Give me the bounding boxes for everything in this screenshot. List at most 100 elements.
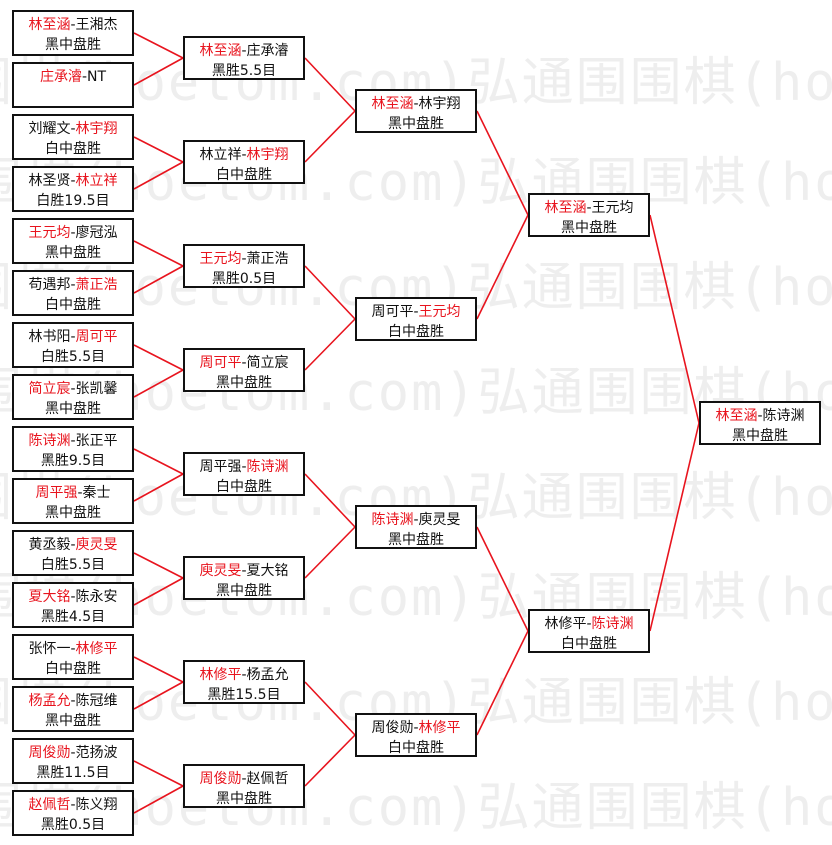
separator: - bbox=[241, 251, 247, 267]
separator: - bbox=[757, 408, 763, 424]
separator: - bbox=[241, 355, 247, 371]
player-black: 张怀一 bbox=[28, 641, 71, 657]
player-black: 夏大铭 bbox=[28, 589, 71, 605]
player-white: 王元均 bbox=[591, 200, 634, 216]
match-result: 黑中盘胜 bbox=[45, 713, 101, 729]
bracket-connector bbox=[304, 734, 356, 787]
player-black: 林至涵 bbox=[371, 96, 414, 112]
match-box: 林修平-杨孟允黑胜15.5目 bbox=[183, 660, 305, 704]
player-white: 萧正浩 bbox=[75, 277, 118, 293]
bracket-connector bbox=[304, 473, 356, 528]
player-white: 庾灵旻 bbox=[418, 512, 461, 528]
match-box: 黄丞毅-庾灵旻白胜5.5目 bbox=[12, 530, 134, 576]
player-white: 张正平 bbox=[75, 433, 118, 449]
match-players: 苟遇邦-萧正浩 bbox=[14, 275, 132, 295]
player-white: 杨孟允 bbox=[246, 667, 289, 683]
player-white: 林修平 bbox=[75, 641, 118, 657]
match-result: 白中盘胜 bbox=[216, 479, 272, 495]
match-result: 白胜5.5目 bbox=[40, 349, 106, 365]
bracket-connector bbox=[476, 630, 529, 736]
player-black: 陈诗渊 bbox=[28, 433, 71, 449]
bracket-connector bbox=[649, 214, 700, 424]
player-black: 林至涵 bbox=[199, 43, 242, 59]
match-result: 黑胜11.5目 bbox=[36, 765, 110, 781]
match-players: 陈诗渊-庾灵旻 bbox=[357, 510, 475, 530]
player-white: 陈诗渊 bbox=[246, 459, 289, 475]
match-box: 林至涵-庄承濬黑胜5.5目 bbox=[183, 36, 305, 80]
separator: - bbox=[586, 616, 592, 632]
player-white: 庾灵旻 bbox=[75, 537, 118, 553]
bracket-connector bbox=[133, 681, 184, 710]
separator: - bbox=[77, 485, 83, 501]
player-black: 刘耀文 bbox=[28, 121, 71, 137]
watermark-text: 围棋(hoetom.com)弘通围围棋(hoetom.com)弘通围 bbox=[0, 778, 832, 838]
match-players: 庄承濬-NT bbox=[14, 67, 132, 87]
bracket-connector bbox=[304, 110, 356, 163]
player-black: 黄丞毅 bbox=[28, 537, 71, 553]
separator: - bbox=[70, 121, 76, 137]
bracket-connector bbox=[133, 161, 184, 190]
player-white: 廖冠泓 bbox=[75, 225, 118, 241]
bracket-connector bbox=[133, 265, 184, 294]
match-players: 王元均-萧正浩 bbox=[185, 249, 303, 269]
match-box: 夏大铭-陈永安黑胜4.5目 bbox=[12, 582, 134, 628]
match-players: 周俊勋-范扬波 bbox=[14, 743, 132, 763]
watermark-text: 围棋(hoetom.com)弘通围围棋(hoetom.com)弘通围 bbox=[0, 153, 832, 213]
match-players: 陈诗渊-张正平 bbox=[14, 431, 132, 451]
match-players: 林立祥-林宇翔 bbox=[185, 145, 303, 165]
match-result: 黑中盘胜 bbox=[45, 37, 101, 53]
match-box: 庄承濬-NT bbox=[12, 62, 134, 108]
separator: - bbox=[70, 225, 76, 241]
separator: - bbox=[241, 667, 247, 683]
match-players: 周可平-简立宸 bbox=[185, 353, 303, 373]
match-box: 张怀一-林修平白中盘胜 bbox=[12, 634, 134, 680]
separator: - bbox=[413, 96, 419, 112]
player-black: 林立祥 bbox=[199, 147, 242, 163]
player-white: 赵佩哲 bbox=[246, 771, 289, 787]
match-result: 黑胜0.5目 bbox=[40, 817, 106, 833]
player-black: 简立宸 bbox=[28, 381, 71, 397]
match-result: 黑胜9.5目 bbox=[40, 453, 106, 469]
bracket-connector bbox=[133, 57, 184, 86]
separator: - bbox=[586, 200, 592, 216]
player-black: 周可平 bbox=[371, 304, 414, 320]
match-result: 黑中盘胜 bbox=[216, 791, 272, 807]
bracket-connector bbox=[304, 318, 356, 371]
match-players: 周俊勋-赵佩哲 bbox=[185, 769, 303, 789]
match-result: 白中盘胜 bbox=[216, 167, 272, 183]
separator: - bbox=[81, 69, 88, 85]
separator: - bbox=[241, 43, 247, 59]
match-result: 黑胜4.5目 bbox=[40, 609, 106, 625]
match-players: 林至涵-林宇翔 bbox=[357, 94, 475, 114]
player-black: 杨孟允 bbox=[28, 693, 71, 709]
match-box: 周俊勋-林修平白中盘胜 bbox=[355, 713, 477, 757]
match-players: 周可平-王元均 bbox=[357, 302, 475, 322]
match-box: 苟遇邦-萧正浩白中盘胜 bbox=[12, 270, 134, 316]
player-white: 王元均 bbox=[418, 304, 461, 320]
match-box: 林修平-陈诗渊白中盘胜 bbox=[528, 609, 650, 653]
player-black: 周平强 bbox=[199, 459, 242, 475]
player-black: 庾灵旻 bbox=[199, 563, 242, 579]
player-black: 苟遇邦 bbox=[28, 277, 71, 293]
player-white: 陈永安 bbox=[75, 589, 118, 605]
match-result: 黑中盘胜 bbox=[388, 116, 444, 132]
bracket-connector bbox=[304, 681, 356, 736]
bracket-connector bbox=[476, 110, 529, 216]
player-white: 夏大铭 bbox=[246, 563, 289, 579]
match-result: 白中盘胜 bbox=[45, 141, 101, 157]
match-players: 林至涵-王元均 bbox=[530, 198, 648, 218]
match-players: 林修平-杨孟允 bbox=[185, 665, 303, 685]
match-players: 周平强-陈诗渊 bbox=[185, 457, 303, 477]
player-white: 陈冠维 bbox=[75, 693, 118, 709]
match-box: 林圣贤-林立祥白胜19.5目 bbox=[12, 166, 134, 212]
separator: - bbox=[70, 329, 76, 345]
match-result: 白中盘胜 bbox=[45, 297, 101, 313]
bracket-connector bbox=[649, 422, 700, 632]
separator: - bbox=[70, 433, 76, 449]
player-white: 萧正浩 bbox=[246, 251, 289, 267]
match-players: 刘耀文-林宇翔 bbox=[14, 119, 132, 139]
separator: - bbox=[413, 512, 419, 528]
player-black: 林至涵 bbox=[715, 408, 758, 424]
match-players: 夏大铭-陈永安 bbox=[14, 587, 132, 607]
player-black: 林书阳 bbox=[28, 329, 71, 345]
